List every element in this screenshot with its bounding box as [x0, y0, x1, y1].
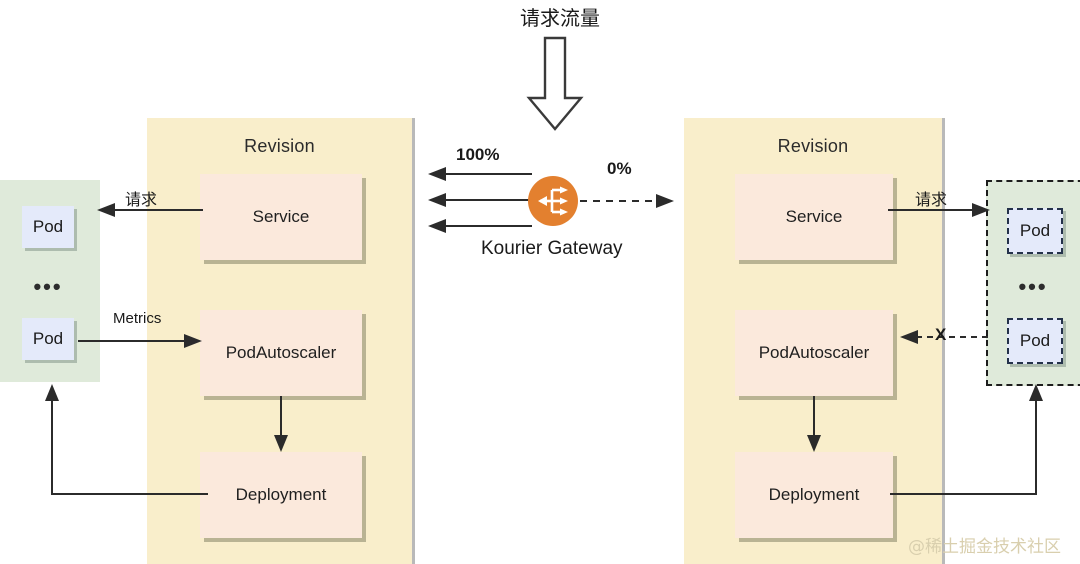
right-podautoscaler-label: PodAutoscaler — [758, 343, 870, 362]
left-service-box[interactable]: Service — [200, 174, 362, 260]
left-metrics-edge-label: Metrics — [113, 310, 162, 327]
right-pod-top[interactable]: Pod — [1007, 208, 1063, 254]
watermark: @稀土掘金技术社区 — [908, 537, 1061, 557]
right-pod-bottom[interactable]: Pod — [1007, 318, 1063, 364]
blocked-edge-x-marker: X — [935, 325, 947, 344]
right-podautoscaler-box[interactable]: PodAutoscaler — [735, 310, 893, 396]
left-deployment-box[interactable]: Deployment — [200, 452, 362, 538]
left-pod-ellipsis: ••• — [33, 274, 63, 299]
left-podautoscaler-label: PodAutoscaler — [225, 343, 337, 362]
right-service-box[interactable]: Service — [735, 174, 893, 260]
right-autoscaler-to-deployment-arrow — [807, 396, 821, 452]
left-pod-bottom[interactable]: Pod — [22, 318, 74, 360]
right-deployment-label: Deployment — [768, 485, 860, 504]
left-autoscaler-to-deployment-arrow — [274, 396, 288, 452]
left-revision-title: Revision — [244, 136, 315, 156]
traffic-right-percent: 0% — [607, 159, 632, 178]
gateway-left-arrows — [428, 167, 532, 233]
right-service-label: Service — [785, 207, 843, 226]
right-service-to-pod-arrow — [888, 203, 990, 217]
request-flow-big-arrow — [526, 36, 584, 131]
right-pod-bottom-label: Pod — [1019, 331, 1051, 350]
left-service-label: Service — [252, 207, 310, 226]
left-service-to-pod-arrow — [97, 203, 203, 217]
left-pod-bottom-label: Pod — [32, 329, 64, 348]
left-pod-to-autoscaler-arrow — [78, 334, 202, 348]
request-flow-title: 请求流量 — [520, 8, 600, 30]
left-deployment-label: Deployment — [235, 485, 327, 504]
left-deployment-to-pod-arrow — [45, 384, 208, 495]
right-deployment-to-pod-arrow — [890, 384, 1043, 495]
right-request-edge-label: 请求 — [915, 192, 948, 209]
envoy-gateway-icon — [538, 186, 568, 216]
gateway-right-dashed-arrow — [580, 194, 674, 208]
left-podautoscaler-box[interactable]: PodAutoscaler — [200, 310, 362, 396]
right-deployment-box[interactable]: Deployment — [735, 452, 893, 538]
right-revision-title: Revision — [777, 136, 849, 156]
right-pod-ellipsis: ••• — [1018, 274, 1048, 299]
right-pod-to-autoscaler-blocked-arrow — [900, 330, 988, 344]
kourier-gateway-label: Kourier Gateway — [481, 238, 623, 259]
right-pod-top-label: Pod — [1019, 221, 1051, 240]
traffic-left-percent: 100% — [456, 145, 500, 164]
left-pod-top-label: Pod — [32, 217, 64, 236]
kourier-gateway-node[interactable] — [528, 176, 578, 226]
left-request-edge-label: 请求 — [125, 192, 158, 209]
left-pod-top[interactable]: Pod — [22, 206, 74, 248]
